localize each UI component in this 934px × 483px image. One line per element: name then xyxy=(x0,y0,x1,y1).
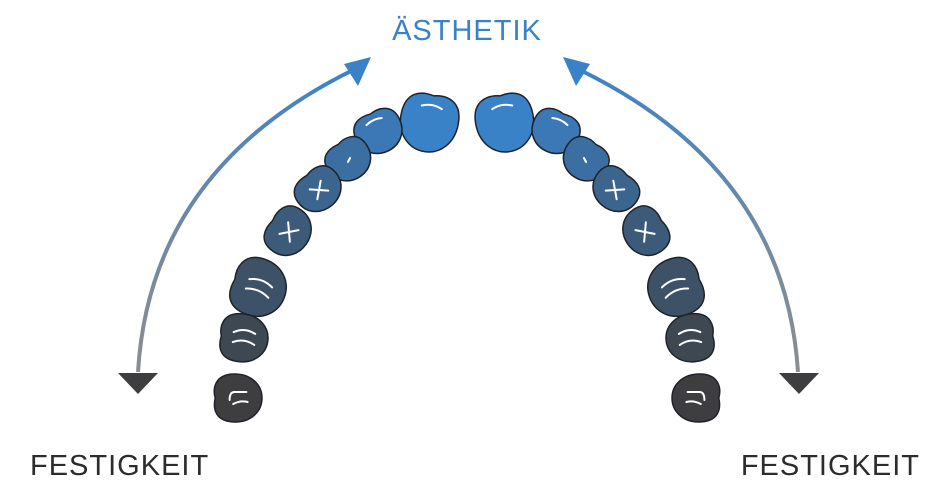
tooth-second-molar-left xyxy=(218,312,270,364)
tooth-crown-shape xyxy=(218,312,270,364)
tooth-third-molar-left xyxy=(214,374,262,422)
tooth-crown-shape xyxy=(395,90,462,157)
tooth-central-incisor-left xyxy=(395,90,462,157)
strength-label-right: FESTIGKEIT xyxy=(741,450,920,483)
tooth-crown-shape xyxy=(672,374,720,422)
tooth-crown-shape xyxy=(471,90,538,157)
arrowhead-bottom-right xyxy=(779,373,819,394)
arrowhead-bottom-left xyxy=(118,373,158,394)
tooth-crown-shape xyxy=(664,312,716,364)
tooth-crown-shape xyxy=(214,374,262,422)
teeth-group xyxy=(214,90,719,422)
tooth-central-incisor-right xyxy=(471,90,538,157)
aesthetics-title: ÄSTHETIK xyxy=(0,15,934,48)
strength-label-left: FESTIGKEIT xyxy=(30,450,209,483)
tooth-third-molar-right xyxy=(672,374,720,422)
tooth-second-molar-right xyxy=(664,312,716,364)
